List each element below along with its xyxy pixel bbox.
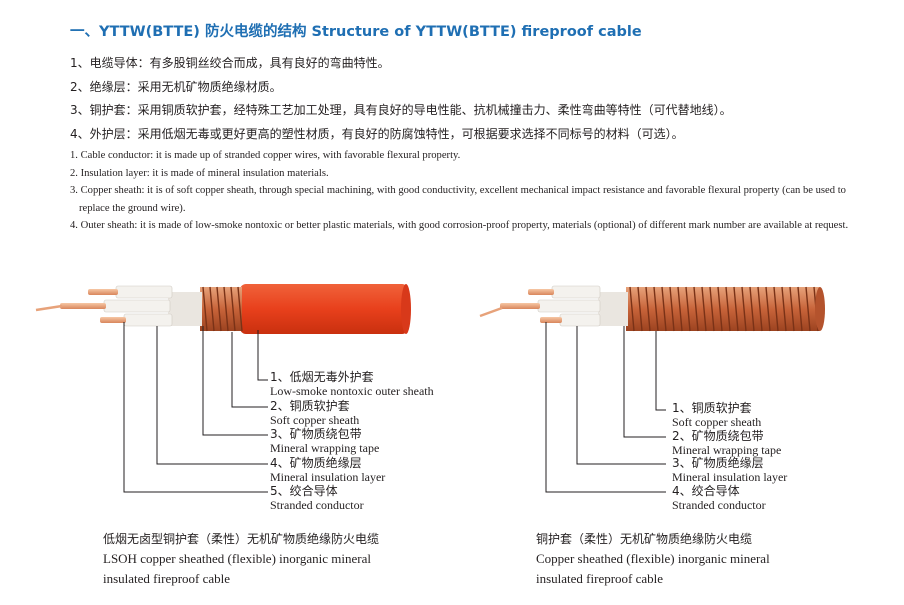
right-cable-illustration	[479, 285, 825, 332]
left-label-outer-sheath: 1、低烟无毒外护套 Low-smoke nontoxic outer sheat…	[270, 370, 434, 398]
right-label-insulation: 3、矿物质绝缘层 Mineral insulation layer	[672, 456, 788, 484]
right-copper-sheath	[626, 286, 825, 332]
en-item-copper-sheath: 3. Copper sheath: it is of soft copper s…	[70, 185, 846, 214]
right-leader-lines	[545, 322, 666, 493]
left-label-copper-sheath: 2、铜质软护套 Soft copper sheath	[270, 399, 360, 427]
right-label-conductor: 4、绞合导体 Stranded conductor	[672, 484, 766, 512]
cn-item-copper-sheath: 3、铜护套：采用铜质软护套，经特殊工艺加工处理，具有良好的导电性能、抗机械撞击力…	[70, 103, 732, 117]
en-item-conductor: 1. Cable conductor: it is made up of str…	[70, 150, 461, 161]
left-sheath-end	[401, 284, 411, 334]
left-label-insulation: 4、矿物质绝缘层 Mineral insulation layer	[270, 456, 386, 484]
right-label-mineral-tape: 2、矿物质绕包带 Mineral wrapping tape	[672, 429, 782, 457]
right-stranded-conductors	[479, 289, 562, 323]
left-outer-sheath	[240, 284, 408, 334]
cn-item-insulation: 2、绝缘层：采用无机矿物质绝缘材质。	[70, 79, 282, 94]
page-title: 一、YTTW(BTTE) 防火电缆的结构 Structure of YTTW(B…	[70, 24, 642, 40]
left-stranded-conductors	[35, 289, 126, 323]
left-insulation-cores	[103, 285, 173, 327]
left-copper-sheath	[200, 286, 243, 332]
right-mineral-tape	[598, 292, 628, 326]
left-label-mineral-tape: 3、矿物质绕包带 Mineral wrapping tape	[270, 427, 380, 455]
left-cable-caption: 低烟无卤型铜护套（柔性）无机矿物质绝缘防火电缆 LSOH copper shea…	[103, 532, 380, 586]
right-label-copper-sheath: 1、铜质软护套 Soft copper sheath	[672, 401, 762, 429]
left-mineral-tape	[168, 292, 202, 326]
left-leader-lines	[123, 322, 268, 493]
left-label-conductor: 5、绞合导体 Stranded conductor	[270, 484, 364, 512]
left-cable-illustration	[35, 284, 411, 334]
right-cable-caption: 铜护套（柔性）无机矿物质绝缘防火电缆 Copper sheathed (flex…	[536, 532, 770, 586]
en-item-outer-sheath: 4. Outer sheath: it is made of low-smoke…	[70, 220, 849, 232]
en-item-insulation: 2. Insulation layer: it is made of miner…	[70, 167, 329, 179]
cn-feature-list: 1、电缆导体：有多股铜丝绞合而成，具有良好的弯曲特性。 2、绝缘层：采用无机矿物…	[70, 52, 732, 146]
cn-item-conductor: 1、电缆导体：有多股铜丝绞合而成，具有良好的弯曲特性。	[70, 56, 390, 70]
en-feature-list: 1. Cable conductor: it is made up of str…	[70, 147, 870, 235]
cn-item-outer-sheath: 4、外护层：采用低烟无毒或更好更高的塑性材质，有良好的防腐蚀特性，可根据要求选择…	[70, 126, 684, 141]
